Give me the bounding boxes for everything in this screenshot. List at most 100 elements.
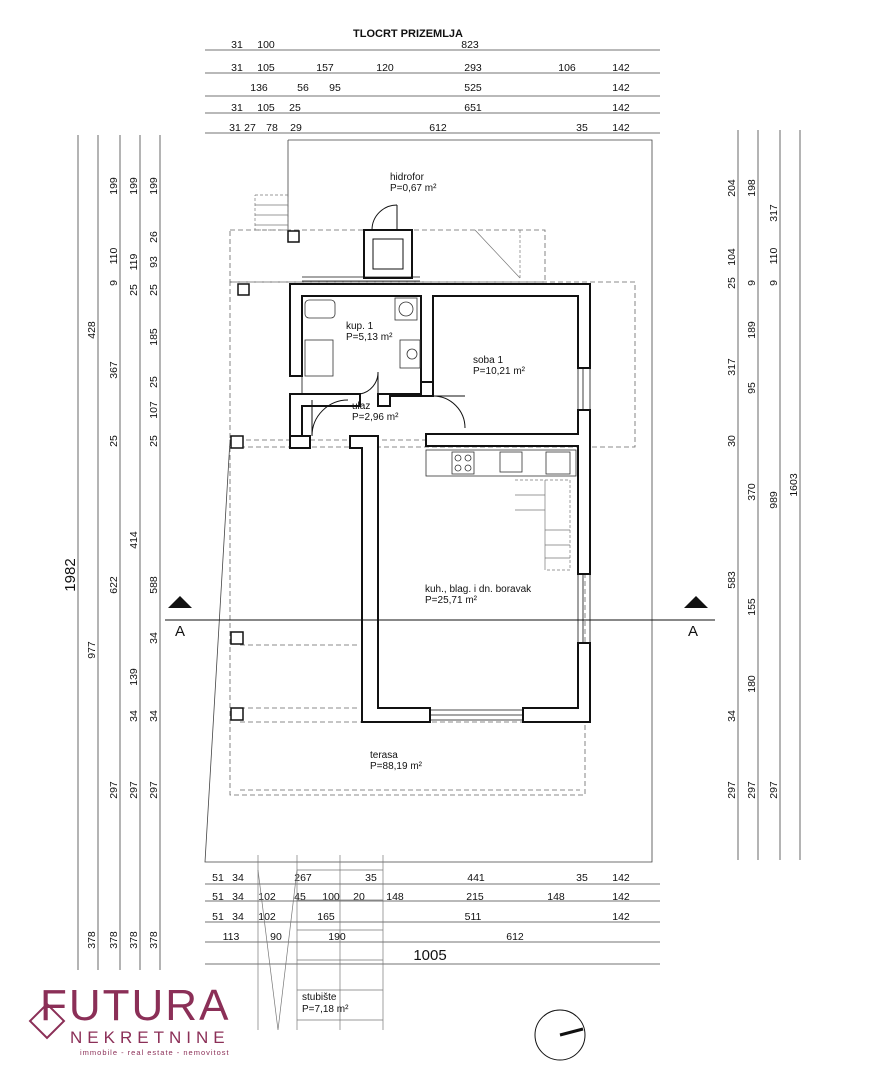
svg-text:378: 378	[108, 931, 120, 949]
svg-text:25: 25	[108, 435, 120, 447]
terasa-area: P=88,19 m²	[370, 761, 423, 772]
dimension-lines	[77, 49, 801, 970]
svg-text:525: 525	[464, 82, 482, 94]
section-line: A A	[165, 596, 715, 640]
ulaz-label: ulaz	[352, 401, 370, 412]
ulaz-area: P=2,96 m²	[352, 412, 399, 423]
svg-text:142: 142	[612, 102, 630, 114]
svg-text:142: 142	[612, 82, 630, 94]
svg-text:588: 588	[148, 576, 160, 594]
company-logo: FUTURA NEKRETNINE immobile - real estate…	[28, 981, 250, 1057]
svg-text:148: 148	[547, 891, 565, 903]
svg-text:267: 267	[294, 872, 312, 884]
svg-text:293: 293	[464, 62, 482, 74]
north-arrow-icon	[534, 1009, 586, 1061]
svg-text:378: 378	[148, 931, 160, 949]
doors	[311, 204, 466, 437]
windows	[301, 276, 591, 721]
svg-text:51: 51	[212, 891, 224, 903]
svg-text:511: 511	[465, 911, 482, 923]
svg-text:142: 142	[612, 62, 630, 74]
svg-text:297: 297	[726, 781, 738, 799]
kuh-label: kuh., blag. i dn. boravak	[425, 584, 532, 595]
svg-text:989: 989	[768, 491, 780, 509]
svg-text:414: 414	[128, 531, 140, 549]
svg-text:297: 297	[148, 781, 160, 799]
svg-text:31: 31	[231, 102, 243, 114]
svg-text:428: 428	[86, 321, 98, 339]
svg-text:113: 113	[223, 931, 240, 943]
svg-text:651: 651	[464, 102, 482, 114]
section-label-left: A	[175, 623, 185, 640]
svg-text:45: 45	[294, 891, 306, 903]
bottom-dimensions: 51 34 267 35 441 35 142 51 34 102 45 100…	[212, 872, 630, 964]
svg-text:180: 180	[746, 675, 758, 693]
svg-text:9: 9	[746, 280, 758, 286]
walls	[289, 283, 591, 723]
svg-text:317: 317	[768, 204, 780, 222]
svg-text:204: 204	[726, 179, 738, 197]
svg-text:1982: 1982	[62, 558, 79, 591]
svg-text:139: 139	[128, 668, 140, 686]
svg-text:1603: 1603	[788, 473, 800, 497]
svg-text:105: 105	[257, 102, 275, 114]
svg-text:9: 9	[108, 280, 120, 286]
stubiste-label: stubište	[302, 992, 337, 1003]
total-width: 1005	[413, 947, 446, 964]
svg-text:93: 93	[148, 256, 160, 268]
svg-text:297: 297	[746, 781, 758, 799]
svg-text:34: 34	[148, 710, 160, 722]
svg-text:100: 100	[322, 891, 340, 903]
hidrofor-area: P=0,67 m²	[390, 183, 437, 194]
svg-text:142: 142	[612, 872, 630, 884]
section-label-right: A	[688, 623, 698, 640]
svg-text:199: 199	[108, 177, 120, 195]
logo-tagline: immobile - real estate - nemovitost	[80, 1048, 230, 1057]
svg-text:102: 102	[258, 911, 276, 923]
svg-text:35: 35	[365, 872, 377, 884]
logo-brand: FUTURA	[40, 981, 231, 1030]
svg-text:90: 90	[270, 931, 282, 943]
svg-text:165: 165	[317, 911, 335, 923]
svg-text:142: 142	[612, 911, 630, 923]
svg-text:378: 378	[128, 931, 140, 949]
svg-text:370: 370	[746, 483, 758, 501]
svg-text:31: 31	[231, 62, 243, 74]
svg-text:34: 34	[232, 891, 244, 903]
svg-text:35: 35	[576, 872, 588, 884]
svg-text:142: 142	[612, 891, 630, 903]
plan-title: TLOCRT PRIZEMLJA	[353, 28, 463, 40]
svg-text:34: 34	[726, 710, 738, 722]
svg-text:51: 51	[212, 911, 224, 923]
svg-text:100: 100	[257, 39, 275, 51]
svg-text:199: 199	[148, 177, 160, 195]
svg-text:198: 198	[746, 179, 758, 197]
svg-text:142: 142	[612, 122, 630, 134]
svg-text:95: 95	[746, 382, 758, 394]
svg-text:612: 612	[429, 122, 447, 134]
svg-text:612: 612	[506, 931, 524, 943]
svg-text:583: 583	[726, 571, 738, 589]
left-dimensions: 1982 428 977 378 199 110 9 367 25 622 29…	[62, 177, 160, 949]
kup-area: P=5,13 m²	[346, 332, 393, 343]
svg-text:78: 78	[266, 122, 278, 134]
top-dimensions: 31 100 823 31 105 157 120 293 106 142 13…	[229, 39, 630, 134]
svg-text:297: 297	[768, 781, 780, 799]
svg-text:25: 25	[148, 376, 160, 388]
svg-text:297: 297	[128, 781, 140, 799]
svg-text:107: 107	[148, 401, 160, 419]
stairs	[254, 194, 571, 1031]
svg-text:9: 9	[768, 280, 780, 286]
svg-text:110: 110	[768, 247, 780, 264]
svg-text:27: 27	[244, 122, 256, 134]
svg-text:136: 136	[250, 82, 268, 94]
svg-text:189: 189	[746, 321, 758, 339]
svg-text:120: 120	[376, 62, 394, 74]
svg-text:56: 56	[297, 82, 309, 94]
hidrofor-box	[363, 229, 413, 279]
svg-text:35: 35	[576, 122, 588, 134]
right-dimensions: 204 104 25 317 30 583 34 297 198 9 189 9…	[726, 179, 800, 799]
hidrofor-label: hidrofor	[390, 172, 425, 183]
svg-text:25: 25	[289, 102, 301, 114]
logo-subtitle: NEKRETNINE	[70, 1028, 230, 1047]
